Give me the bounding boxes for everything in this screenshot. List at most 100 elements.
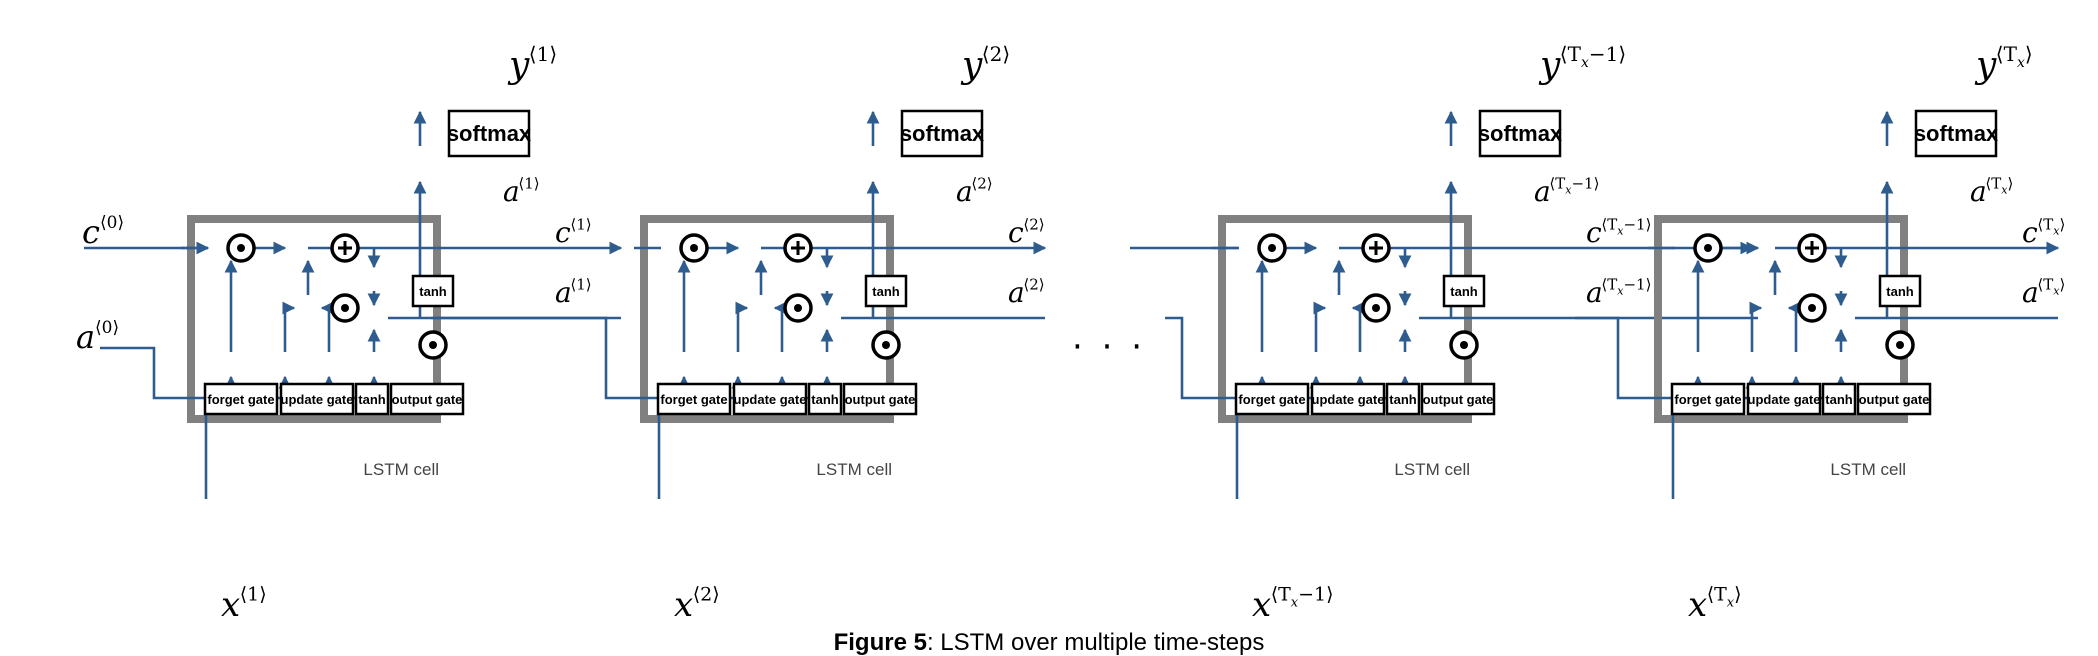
x-input-1: x⟨1⟩ bbox=[221, 584, 267, 625]
cell-tanh-3: tanh bbox=[1442, 274, 1486, 308]
x-input-4-superscript: ⟨Tx⟩ bbox=[1707, 584, 1742, 611]
c-output-2-letter: c bbox=[1008, 216, 1024, 249]
cell-add-op-4 bbox=[1797, 233, 1827, 263]
output-gate-2: output gate bbox=[842, 382, 918, 416]
softmax-box-2: softmax bbox=[900, 109, 985, 158]
c-output-3-letter: c bbox=[1586, 216, 1602, 249]
y-output-2-letter: y bbox=[960, 45, 983, 86]
y-output-3: y⟨Tx−1⟩ bbox=[1538, 42, 1626, 86]
cell-tanh-1-label: tanh bbox=[419, 284, 447, 299]
c-output-3: c⟨Tx−1⟩ bbox=[1586, 215, 1651, 249]
x-input-3-superscript: ⟨Tx−1⟩ bbox=[1271, 584, 1334, 611]
cell-tanh-2: tanh bbox=[864, 274, 908, 308]
forget-multiply-op-4 bbox=[1693, 233, 1723, 263]
x-input-3-letter: x bbox=[1252, 585, 1271, 625]
x-input-1-superscript: ⟨1⟩ bbox=[240, 584, 267, 606]
c-output-1-superscript: ⟨1⟩ bbox=[570, 215, 591, 233]
a-initial-letter: a bbox=[76, 318, 95, 356]
a-output-4: a⟨Tx⟩ bbox=[2022, 275, 2065, 309]
c-initial: c⟨0⟩ bbox=[82, 213, 124, 251]
forget-gate-4: forget gate bbox=[1670, 382, 1746, 416]
c-output-4: c⟨Tx⟩ bbox=[2022, 215, 2065, 249]
forget-gate-3: forget gate bbox=[1234, 382, 1310, 416]
c-output-4-superscript: ⟨Tx⟩ bbox=[2037, 215, 2065, 237]
update-gate-4: update gate bbox=[1746, 382, 1822, 416]
a-output-4-superscript: ⟨Tx⟩ bbox=[2037, 275, 2065, 297]
a-to-softmax-4-superscript: ⟨Tx⟩ bbox=[1985, 174, 2013, 196]
cell-add-op-2 bbox=[783, 233, 813, 263]
forget-gate-2-label: forget gate bbox=[660, 392, 727, 407]
x-input-4-letter: x bbox=[1688, 585, 1707, 625]
cell-tanh-3-label: tanh bbox=[1450, 284, 1478, 299]
figure-caption-text: : LSTM over multiple time-steps bbox=[927, 629, 1264, 656]
softmax-box-4: softmax bbox=[1914, 109, 1999, 158]
y-output-2-superscript: ⟨2⟩ bbox=[982, 42, 1010, 66]
output-gate-1: output gate bbox=[389, 382, 465, 416]
output-gate-2-label: output gate bbox=[845, 392, 916, 407]
output-gate-4-label: output gate bbox=[1859, 392, 1930, 407]
output-gate-3-label: output gate bbox=[1423, 392, 1494, 407]
a-output-3-letter: a bbox=[1586, 276, 1603, 309]
x-input-1-letter: x bbox=[221, 585, 240, 625]
a-to-softmax-2: a⟨2⟩ bbox=[956, 174, 993, 208]
a-to-softmax-4: a⟨Tx⟩ bbox=[1970, 174, 2013, 208]
c-output-3-superscript: ⟨Tx−1⟩ bbox=[1601, 215, 1651, 237]
candidate-tanh-gate-1-label: tanh bbox=[358, 392, 386, 407]
update-gate-4-label: update gate bbox=[1748, 392, 1821, 407]
a-to-softmax-2-superscript: ⟨2⟩ bbox=[971, 174, 992, 192]
y-output-3-letter: y bbox=[1538, 45, 1561, 86]
update-gate-3-label: update gate bbox=[1312, 392, 1385, 407]
a-output-1-letter: a bbox=[555, 276, 572, 309]
forget-multiply-op-2 bbox=[679, 233, 709, 263]
x-input-4: x⟨Tx⟩ bbox=[1688, 584, 1742, 625]
y-output-4: y⟨Tx⟩ bbox=[1974, 42, 2033, 86]
output-multiply-op-4 bbox=[1885, 330, 1915, 360]
a-to-softmax-3-superscript: ⟨Tx−1⟩ bbox=[1549, 174, 1599, 196]
a-to-softmax-1: a⟨1⟩ bbox=[503, 174, 540, 208]
update-gate-1: update gate bbox=[279, 382, 355, 416]
update-multiply-op-4 bbox=[1797, 293, 1827, 323]
forget-multiply-op-1 bbox=[226, 233, 256, 263]
x-input-2: x⟨2⟩ bbox=[674, 584, 720, 625]
a-initial-superscript: ⟨0⟩ bbox=[95, 318, 119, 338]
a-initial: a⟨0⟩ bbox=[76, 318, 119, 356]
x-input-2-letter: x bbox=[674, 585, 693, 625]
y-output-3-superscript: ⟨Tx−1⟩ bbox=[1560, 42, 1626, 71]
y-output-2: y⟨2⟩ bbox=[960, 42, 1010, 86]
a-to-softmax-3-letter: a bbox=[1534, 175, 1551, 208]
cell-add-op-3 bbox=[1361, 233, 1391, 263]
candidate-tanh-gate-3: tanh bbox=[1385, 382, 1421, 416]
y-output-1-superscript: ⟨1⟩ bbox=[529, 42, 557, 66]
x-input-2-superscript: ⟨2⟩ bbox=[693, 584, 720, 606]
update-multiply-op-3 bbox=[1361, 293, 1391, 323]
softmax-box-2-label: softmax bbox=[900, 121, 985, 146]
c-output-4-letter: c bbox=[2022, 216, 2038, 249]
softmax-box-1: softmax bbox=[447, 109, 532, 158]
x-input-3: x⟨Tx−1⟩ bbox=[1252, 584, 1334, 625]
output-multiply-op-1 bbox=[418, 330, 448, 360]
lstm-cell-label-4: LSTM cell bbox=[1830, 460, 1906, 479]
lstm-cell-label-1: LSTM cell bbox=[363, 460, 439, 479]
a-output-2: a⟨2⟩ bbox=[1008, 275, 1045, 309]
a-to-softmax-1-letter: a bbox=[503, 175, 520, 208]
figure-caption: Figure 5: LSTM over multiple time-steps bbox=[834, 629, 1265, 656]
cell-add-op-1 bbox=[330, 233, 360, 263]
update-gate-1-label: update gate bbox=[281, 392, 354, 407]
output-gate-1-label: output gate bbox=[392, 392, 463, 407]
c-output-1: c⟨1⟩ bbox=[555, 215, 592, 249]
c-initial-superscript: ⟨0⟩ bbox=[100, 213, 124, 233]
candidate-tanh-gate-2-label: tanh bbox=[811, 392, 839, 407]
update-multiply-op-1 bbox=[330, 293, 360, 323]
ellipsis: · · · bbox=[1072, 327, 1146, 367]
update-gate-2: update gate bbox=[732, 382, 808, 416]
forget-gate-1: forget gate bbox=[203, 382, 279, 416]
cell-tanh-1: tanh bbox=[411, 274, 455, 308]
candidate-tanh-gate-1: tanh bbox=[354, 382, 390, 416]
figure-caption-number: Figure 5 bbox=[834, 629, 927, 656]
a-output-1-superscript: ⟨1⟩ bbox=[570, 275, 591, 293]
